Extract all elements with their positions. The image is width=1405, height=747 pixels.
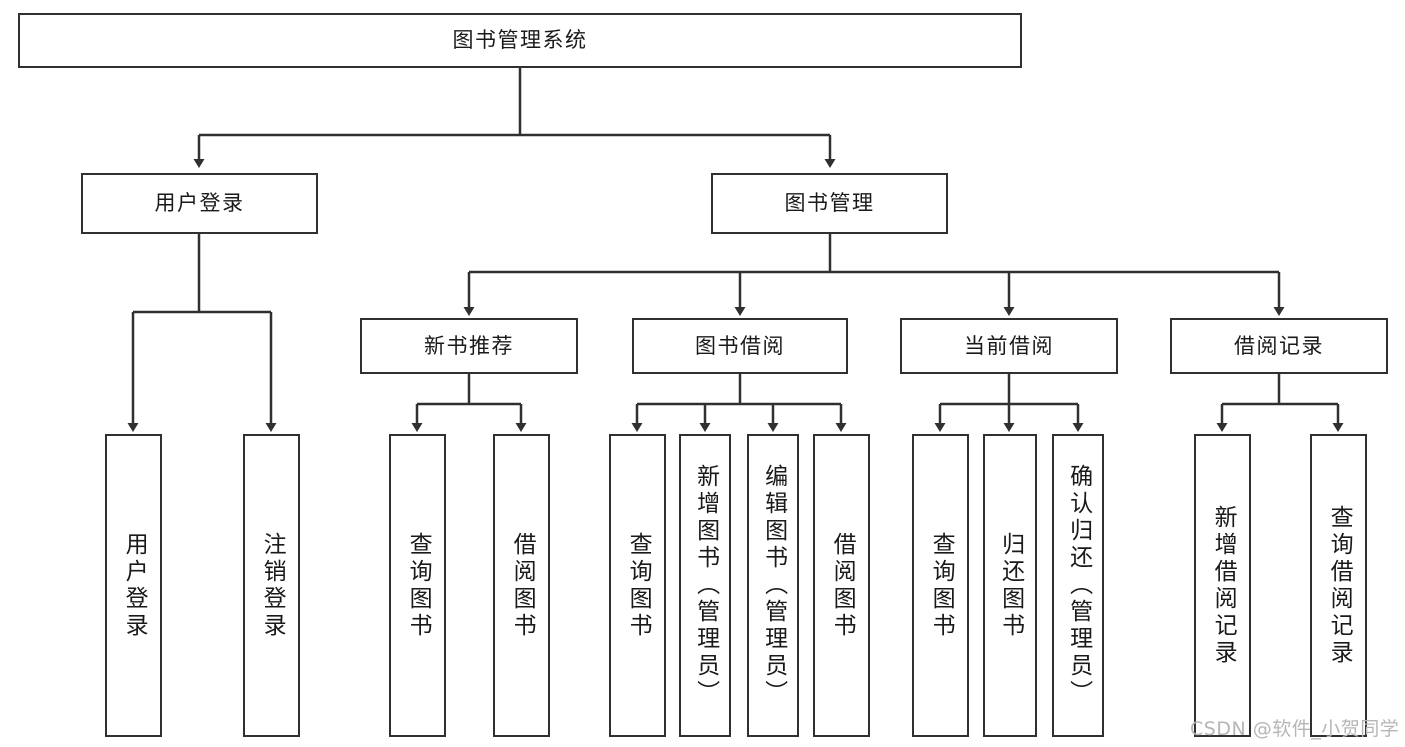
leaf-confirm-return-admin-label: 确认归还（管理员） — [1065, 464, 1092, 707]
leaf-edit-book-admin-label: 编辑图书（管理员） — [760, 464, 787, 707]
leaf-logout-login[interactable]: 注销登录 — [243, 434, 300, 737]
node-current-borrow[interactable]: 当前借阅 — [900, 318, 1118, 374]
leaf-add-book-admin[interactable]: 新增图书（管理员） — [679, 434, 731, 737]
leaf-borrow-book[interactable]: 借阅图书 — [813, 434, 870, 737]
node-book-borrow-label: 图书借阅 — [695, 333, 785, 358]
leaf-query-book-recommend[interactable]: 查询图书 — [389, 434, 446, 737]
leaf-return-book[interactable]: 归还图书 — [983, 434, 1037, 737]
leaf-query-borrow-record[interactable]: 查询借阅记录 — [1310, 434, 1367, 737]
node-new-book-recommend[interactable]: 新书推荐 — [360, 318, 578, 374]
leaf-query-book-current[interactable]: 查询图书 — [912, 434, 969, 737]
leaf-query-book-borrow[interactable]: 查询图书 — [609, 434, 666, 737]
leaf-user-login[interactable]: 用户登录 — [105, 434, 162, 737]
leaf-query-borrow-record-label: 查询借阅记录 — [1326, 504, 1353, 667]
node-book-management[interactable]: 图书管理 — [711, 173, 948, 234]
leaf-query-book-current-label: 查询图书 — [928, 531, 955, 640]
leaf-borrow-book-recommend-label: 借阅图书 — [509, 531, 536, 640]
leaf-add-borrow-record-label: 新增借阅记录 — [1210, 504, 1237, 667]
node-book-management-label: 图书管理 — [784, 191, 875, 216]
leaf-return-book-label: 归还图书 — [997, 531, 1024, 640]
leaf-borrow-book-recommend[interactable]: 借阅图书 — [493, 434, 550, 737]
node-book-borrow[interactable]: 图书借阅 — [632, 318, 848, 374]
node-current-borrow-label: 当前借阅 — [964, 333, 1054, 358]
node-new-book-recommend-label: 新书推荐 — [424, 333, 514, 358]
node-root-label: 图书管理系统 — [452, 28, 588, 53]
leaf-add-book-admin-label: 新增图书（管理员） — [692, 464, 719, 707]
leaf-borrow-book-label: 借阅图书 — [829, 531, 856, 640]
leaf-user-login-label: 用户登录 — [121, 531, 148, 640]
leaf-logout-login-label: 注销登录 — [259, 531, 286, 640]
leaf-add-borrow-record[interactable]: 新增借阅记录 — [1194, 434, 1251, 737]
leaf-query-book-borrow-label: 查询图书 — [625, 531, 652, 640]
leaf-query-book-recommend-label: 查询图书 — [405, 531, 432, 640]
node-borrow-records[interactable]: 借阅记录 — [1170, 318, 1388, 374]
node-borrow-records-label: 借阅记录 — [1234, 333, 1324, 358]
leaf-confirm-return-admin[interactable]: 确认归还（管理员） — [1052, 434, 1104, 737]
watermark: CSDN @软件_小贺同学 — [1190, 718, 1400, 740]
leaf-edit-book-admin[interactable]: 编辑图书（管理员） — [747, 434, 799, 737]
node-user-login[interactable]: 用户登录 — [81, 173, 318, 234]
node-user-login-label: 用户登录 — [154, 191, 245, 216]
node-root[interactable]: 图书管理系统 — [18, 13, 1022, 68]
